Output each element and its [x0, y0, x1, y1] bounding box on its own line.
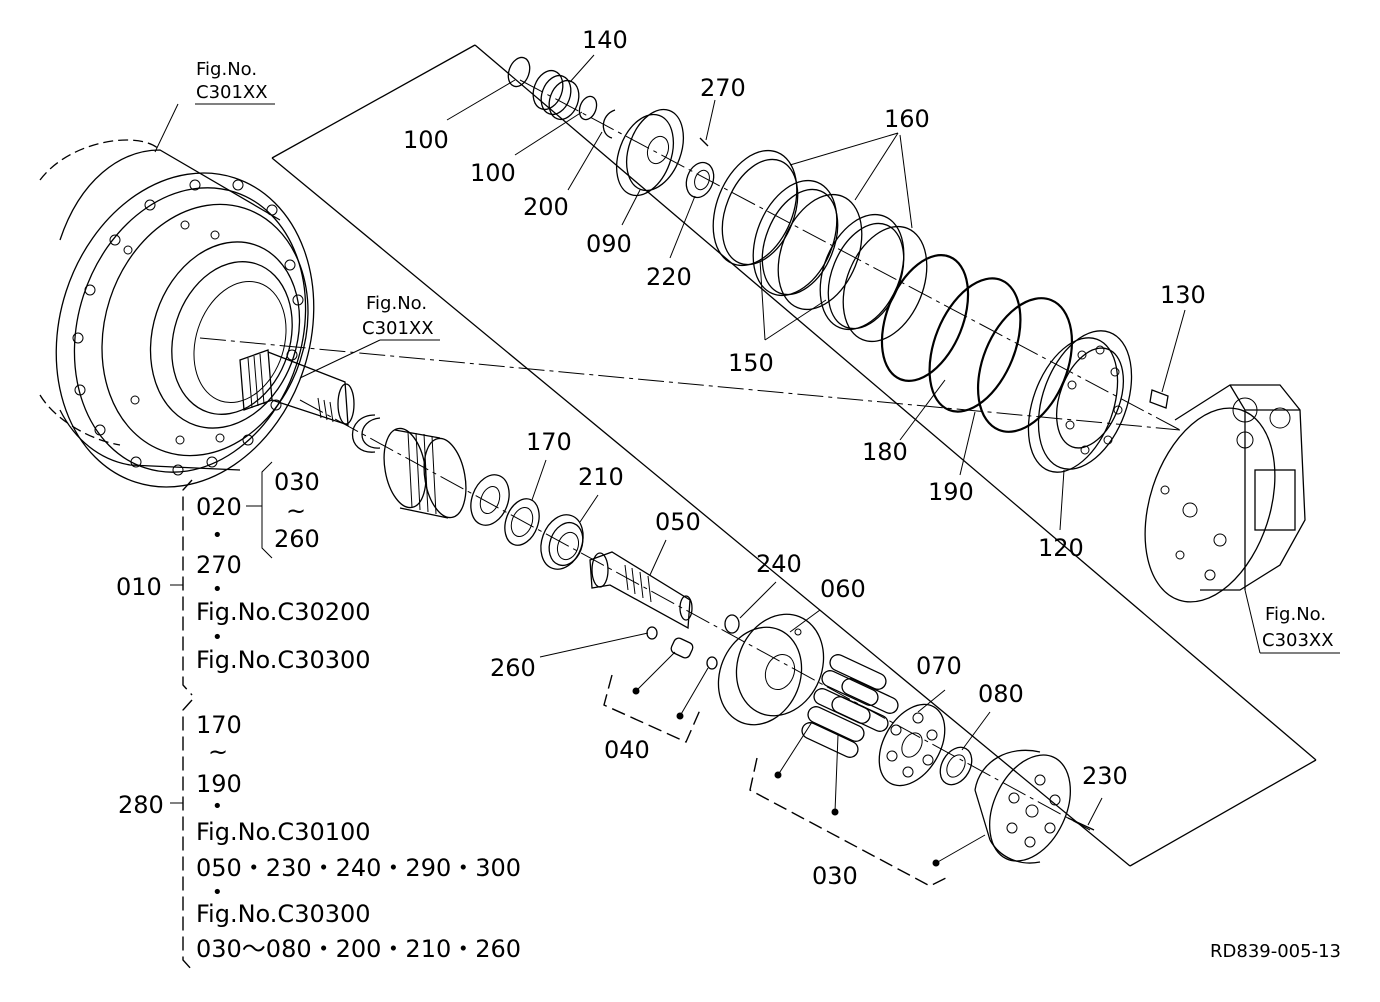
fig-ref-label: Fig.No.: [366, 293, 427, 314]
part-label-220: 220: [646, 263, 692, 291]
part-label-230: 230: [1082, 762, 1128, 790]
bearing-170: [504, 498, 540, 546]
part-label-030: 030: [812, 862, 858, 890]
friction-plates: [712, 149, 928, 343]
fig-ref-label: Fig.No.: [196, 59, 257, 80]
group-010-fig-ref-1: Fig.No.C30200: [196, 598, 371, 626]
group-010-item-270: 270: [196, 551, 242, 579]
pin-240: [724, 614, 740, 634]
part-label-270: 270: [700, 74, 746, 102]
part-label-040: 040: [604, 736, 650, 764]
dashed-group-brackets: [603, 674, 951, 887]
bullet: •: [212, 525, 223, 546]
group-280-id: 280: [118, 791, 164, 819]
part-label-260: 260: [490, 654, 536, 682]
group-280-parts-list-1: 050・230・240・290・300: [196, 854, 521, 882]
part-label-210: 210: [578, 463, 624, 491]
group-010-id: 010: [116, 573, 162, 601]
part-label-060: 060: [820, 575, 866, 603]
fig-ref-label: Fig.No.: [1265, 604, 1326, 625]
leader-lines: [154, 54, 1340, 864]
part-label-150: 150: [728, 349, 774, 377]
group-010-range-end: 260: [274, 525, 320, 553]
dots: [632, 687, 940, 867]
part-label-240: 240: [756, 550, 802, 578]
group-010-range-tilde: ~: [286, 497, 306, 525]
bullet: •: [212, 882, 223, 903]
part-label-140: 140: [582, 26, 628, 54]
group-010-fig-ref-2: Fig.No.C30300: [196, 646, 371, 674]
fig-ref-shaft: Fig.No. C301XX: [362, 293, 434, 339]
brake-piston-120: [1027, 330, 1133, 473]
part-label-200: 200: [523, 193, 569, 221]
pin-set-040: [646, 626, 718, 670]
snap-ring: [352, 414, 376, 453]
cylinder-block: [974, 749, 1071, 864]
part-label-050: 050: [655, 508, 701, 536]
valve-block: [1144, 384, 1306, 603]
group-010-item-020: 020: [196, 493, 242, 521]
fig-ref-code: C303XX: [1262, 630, 1334, 651]
part-label-080: 080: [978, 680, 1024, 708]
bullet: •: [212, 796, 223, 817]
group-brackets: [170, 461, 273, 971]
bearing-210: [540, 514, 584, 570]
part-label-070: 070: [916, 652, 962, 680]
bullet: •: [212, 579, 223, 600]
spline-coupling: [383, 427, 467, 519]
group-280-range-tilde: ~: [208, 738, 228, 766]
piston-assembly: [801, 654, 899, 758]
part-label-100: 100: [403, 126, 449, 154]
group-280-item-190: 190: [196, 770, 242, 798]
group-010-legend: 010 020 030 ~ 260 • 270 • Fig.No.C30200 …: [116, 468, 371, 674]
group-280-fig-ref-1: Fig.No.C30100: [196, 818, 371, 846]
part-label-160: 160: [884, 105, 930, 133]
part-label-120: 120: [1038, 534, 1084, 562]
retainer-plate-070: [878, 703, 946, 787]
part-label-170: 170: [526, 428, 572, 456]
washer: [470, 474, 510, 526]
pin-230: [1067, 817, 1095, 831]
group-280-item-170: 170: [196, 711, 242, 739]
shaft-050: [589, 551, 693, 630]
part-number-labels: 140 100 100 200 090 220 270 160 150 130 …: [403, 26, 1206, 890]
part-label-190: 190: [928, 478, 974, 506]
part-label-180: 180: [862, 438, 908, 466]
motor-housing: [39, 139, 315, 488]
group-280-fig-ref-2: Fig.No.C30300: [196, 900, 371, 928]
fig-ref-code: C301XX: [362, 318, 434, 339]
part-label-090: 090: [586, 230, 632, 258]
fig-ref-top-left: Fig.No. C301XX: [196, 59, 268, 103]
plug-130: [1149, 389, 1169, 409]
fig-ref-code: C301XX: [196, 82, 268, 103]
bullet: •: [212, 627, 223, 648]
group-010-range-start: 030: [274, 468, 320, 496]
top-small-parts: [507, 56, 715, 199]
swash-plate-060: [717, 613, 825, 726]
drawing-code: RD839-005-13: [1210, 941, 1341, 962]
group-280-parts-list-2: 030〜080・200・210・260: [196, 935, 521, 963]
part-label-130: 130: [1160, 281, 1206, 309]
ring-080: [939, 746, 973, 786]
group-280-legend: 280 170 ~ 190 • Fig.No.C30100 050・230・24…: [118, 711, 521, 963]
output-shaft: [239, 349, 355, 426]
part-label-100: 100: [470, 159, 516, 187]
assembly-boundary-lines: [199, 44, 1317, 867]
fig-ref-right: Fig.No. C303XX: [1262, 604, 1334, 651]
o-rings: [880, 254, 1074, 433]
